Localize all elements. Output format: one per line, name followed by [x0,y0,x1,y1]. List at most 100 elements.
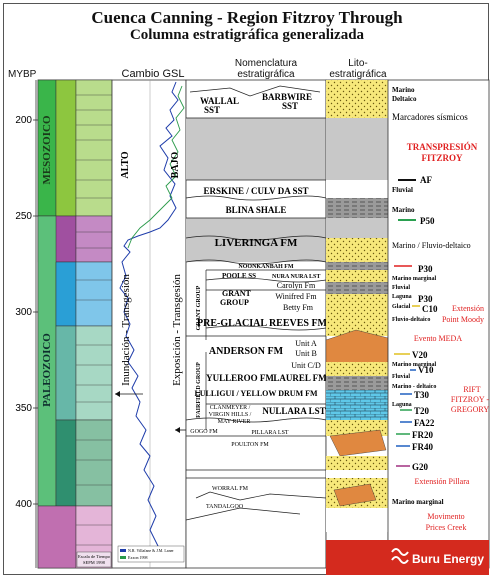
formation-barbwire: BARBWIRE [262,92,312,102]
formation-lulligui: LULLIGUI / YELLOW DRUM FM [194,389,318,398]
gsl-column: ALTO BAJO Inundación - Transgesión Expos… [111,79,190,569]
marker-g20: G20 [412,462,429,472]
gsl-legend-line2: Exxon 1998 [128,555,147,560]
marker-p30b: P30 [418,294,433,304]
marker-t30: T30 [414,390,430,400]
gsl-alto-label: ALTO [120,151,131,178]
formation-unit-a: Unit A [295,339,317,348]
gsl-legend-line1: N.R. Villafane & J.M. Laner [128,548,174,553]
env-fluvial3: Fluvial [392,374,410,380]
formation-preglacial: PRE-GLACIAL REEVES FM [197,318,328,329]
lithology-column [325,79,389,569]
formation-grant-side: GRANT GROUP [196,285,202,330]
nomenclature-column: WALLAL SST BARBWIRE SST ERSKINE / CULV D… [185,79,328,569]
logo-text: Buru Energy [412,552,484,566]
formation-pillara: PILLARA LST [251,430,289,436]
gsl-inundacion-label: Inundación - Transgesión [120,274,132,386]
timescale-legend-line2: SEPM 1998 [83,560,106,565]
formation-noonkanbah: NOONKANBAH FM [238,264,294,270]
marker-v10: V10 [418,365,434,375]
buru-energy-logo: Buru Energy [326,540,489,575]
formation-winifred: Winifred Fm [275,292,317,301]
env-fluvial2: Fluvial [392,285,410,291]
formation-anderson: ANDERSON FM [209,346,284,357]
age-tick-200: 200 [15,115,32,126]
marker-p50: P50 [420,216,435,226]
event-rift: RIFT [463,385,480,394]
formation-fairfield: FAIRFIELD GROUP [196,362,202,418]
marker-p30a: P30 [418,264,433,274]
env-marino2: Marino [392,206,415,214]
formation-nullara: NULLARA LST [262,406,325,416]
event-meda: Evento MEDA [414,334,462,343]
marker-v20: V20 [412,350,428,360]
formation-worral: WORRAL FM [212,486,249,492]
event-fitzroy: FITZROY [421,153,463,163]
formation-grant: GRANT [222,289,252,298]
formation-wallal: WALLAL [200,96,239,106]
gsl-bajo-label: BAJO [170,151,181,178]
env-marino-deltaico: Marino - deltaico [392,384,436,390]
time-scale: MESOZOICO PALEOZOICO Escala de Tiempo SE… [37,79,113,569]
logo-wave-icon [391,548,409,556]
mybp-header: MYBP [8,69,37,80]
marker-c10: C10 [422,304,438,314]
formation-group: GROUP [220,298,249,307]
figure-subtitle: Columna estratigráfica generalizada [129,27,365,43]
event-extension-pillara: Extensión Pillara [415,477,470,486]
event-extension-pm2: Point Moody [442,315,484,324]
formation-unit-b: Unit B [295,349,317,358]
formation-clanmeyer: CLANMEYER / [210,405,251,411]
marker-t20: T20 [414,406,430,416]
env-fluvio-deltaico: Fluvio-deltaico [392,317,430,323]
formation-nura: NURA NURA LST [272,274,320,280]
env-marino: Marino [392,86,415,94]
age-tick-400: 400 [15,499,32,510]
formation-tandalgoo: TANDALGOO [206,504,244,510]
formation-erskine: ERSKINE / CULV DA SST [203,186,308,196]
formation-poole: POOLE SS [222,272,256,280]
age-tick-350: 350 [15,403,32,414]
env-marino-marginal3: Marino marginal [392,498,444,506]
event-prices-creek: Prices Creek [426,523,467,532]
formation-betty: Betty Fm [283,303,314,312]
age-tick-300: 300 [15,307,32,318]
gsl-exposicion-label: Exposición - Transgesión [171,274,183,386]
formation-liveringa: LIVERINGA FM [215,237,298,249]
env-laguna2: Laguna [392,402,412,408]
marker-fr20: FR20 [412,430,433,440]
env-laguna: Laguna [392,294,412,300]
litho-header: Lito-estratigráfica [329,58,387,80]
env-fluvial: Fluvial [392,186,413,194]
event-rift-gregory: GREGORY [451,405,489,414]
marker-fr40: FR40 [412,442,433,452]
formation-blina: BLINA SHALE [226,205,287,215]
gsl-header: Cambio GSL [121,68,185,80]
event-movimento: Movimento [427,512,464,521]
figure-title: Cuenca Canning - Region Fitzroy Through [91,8,403,27]
event-transpresion: TRANSPRESIÓN [407,142,478,152]
env-glacial: Glacial [392,304,411,310]
formation-poulton: POULTON FM [231,442,269,448]
age-axis: 200 250 300 350 400 [15,80,38,568]
formation-unit-cd: Unit C/D [291,361,321,370]
formation-carolyn: Carolyn Fm [277,281,316,290]
event-extension-pm1: Extensión [452,304,484,313]
formation-yulleroo: YULLEROO FM [206,373,274,383]
seismic-markers-label: Marcadores sísmicos [392,112,468,122]
age-tick-250: 250 [15,211,32,222]
event-rift-fitzroy: FITZROY - [451,395,489,404]
timescale-legend-line1: Escala de Tiempo [78,554,111,559]
era-mesozoico-label: MESOZOICO [41,115,53,185]
formation-laurel: LAUREL FM [273,373,327,383]
events-column: Marino Deltaico Marcadores sísmicos TRAN… [387,79,489,569]
marker-fa22: FA22 [414,418,435,428]
env-marino-marginal2: Marino marginal [392,362,436,368]
env-deltaico: Deltaico [392,95,417,103]
formation-mayriver: MAY RIVER [218,419,251,425]
formation-wallal-sst: SST [204,105,220,115]
formation-gogo: GOGO FM [190,429,218,435]
era-paleozoico-label: PALEOZOICO [41,333,53,407]
